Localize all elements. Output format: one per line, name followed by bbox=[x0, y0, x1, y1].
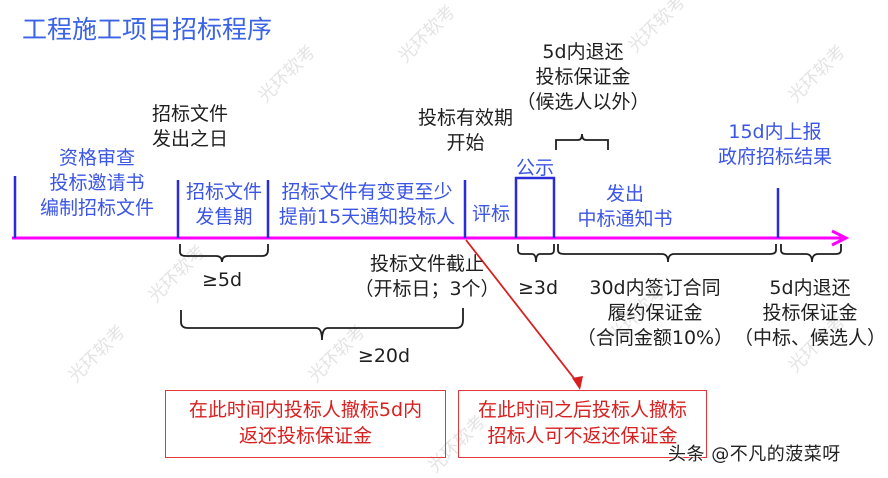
bracket-5d-refund bbox=[780, 244, 842, 263]
credit-watermark: 头条 @不凡的菠菜呀 bbox=[668, 444, 841, 465]
annotation-issue-date: 招标文件 发出之日 bbox=[151, 103, 228, 150]
deadline-arrow bbox=[465, 239, 581, 387]
timeline-arrowhead-icon bbox=[831, 229, 850, 247]
phase-document-change: 招标文件有变更至少 提前15天通知投标人 bbox=[278, 181, 456, 228]
deadline-arrowhead-icon bbox=[572, 376, 583, 390]
phase-evaluation: 评标 bbox=[471, 203, 510, 225]
phase-document-sale: 招标文件 发售期 bbox=[185, 181, 262, 228]
annotation-total-duration: ≥20d bbox=[357, 345, 411, 367]
annotation-refund-others: 5d内退还 投标保证金 （候选人以外） bbox=[516, 41, 650, 113]
annotation-publicity-duration: ≥3d bbox=[517, 277, 559, 299]
annotation-validity-start: 投标有效期 开始 bbox=[417, 107, 513, 154]
phase-publicity: 公示 bbox=[515, 157, 554, 179]
annotation-deadline: 投标文件截止 （开标日；3个） bbox=[354, 253, 500, 300]
annotation-report: 15d内上报 政府招标结果 bbox=[717, 121, 832, 168]
phase-prequalification: 资格审查 投标邀请书 编制招标文件 bbox=[39, 147, 154, 219]
page-title: 工程施工项目招标程序 bbox=[22, 15, 273, 44]
phase-award-notice: 发出 中标通知书 bbox=[577, 183, 673, 230]
annotation-sale-duration: ≥5d bbox=[201, 269, 243, 291]
annotation-refund-winner: 5d内退还 投标保证金 （中标、候选人） bbox=[733, 277, 886, 349]
bracket-refund-others bbox=[555, 133, 609, 150]
annotation-contract: 30d内签订合同 履约保证金 （合同金额10%） bbox=[576, 277, 734, 349]
bracket-30d bbox=[557, 244, 777, 263]
note-before-deadline: 在此时间内投标人撤标5d内 返还投标保证金 bbox=[165, 390, 446, 458]
tick-publicity bbox=[514, 176, 556, 238]
bracket-3d bbox=[517, 244, 555, 263]
bracket-20d bbox=[180, 308, 464, 341]
note-after-deadline: 在此时间之后投标人撤标 招标人可不返还保证金 bbox=[458, 390, 707, 458]
bracket-5d bbox=[179, 244, 269, 263]
